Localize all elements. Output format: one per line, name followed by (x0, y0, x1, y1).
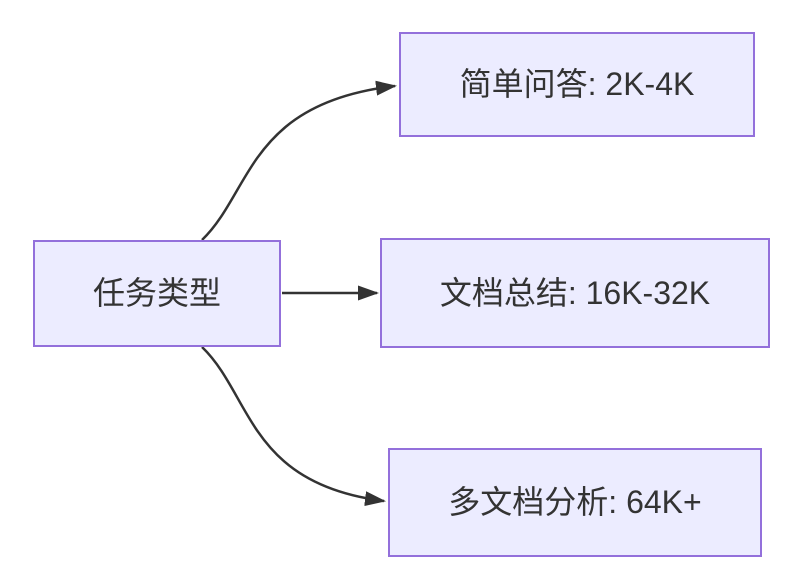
node-multi-doc: 多文档分析: 64K+ (388, 448, 762, 557)
node-multi-doc-label: 多文档分析: 64K+ (448, 484, 702, 521)
edge-root-to-multi-doc (201, 346, 386, 507)
node-doc-summary: 文档总结: 16K-32K (380, 238, 770, 348)
node-simple-qa: 简单问答: 2K-4K (399, 32, 755, 137)
node-simple-qa-label: 简单问答: 2K-4K (459, 66, 695, 103)
node-task-type-label: 任务类型 (92, 275, 221, 312)
node-task-type: 任务类型 (33, 240, 281, 347)
edge-root-to-simple-qa (201, 80, 397, 241)
node-doc-summary-label: 文档总结: 16K-32K (439, 274, 711, 311)
